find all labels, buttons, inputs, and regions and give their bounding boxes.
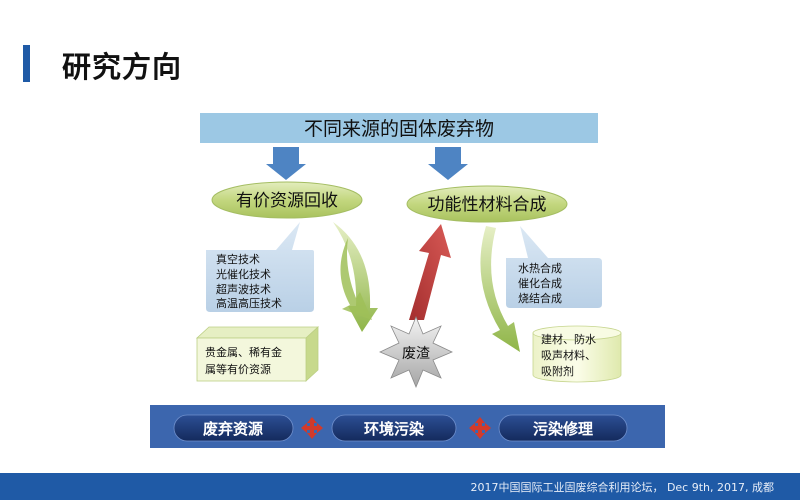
connector-icon-right <box>469 417 491 439</box>
red-up-arrow <box>409 224 451 320</box>
bottom-item-1: 废弃资源 <box>203 420 263 438</box>
callout-right-line-2: 催化合成 <box>518 276 562 290</box>
bottom-item-2: 环境污染 <box>364 420 425 438</box>
callout-left-line-2: 光催化技术 <box>216 267 271 281</box>
callout-right-line-1: 水热合成 <box>518 261 562 275</box>
oval-resource-recovery: 有价资源回收 <box>211 181 363 219</box>
callout-left-line-3: 超声波技术 <box>216 282 271 296</box>
valuable-resource-box: 贵金属、稀有金 属等有价资源 <box>195 326 320 382</box>
cylinder-line-2: 吸声材料、 <box>541 348 596 362</box>
callout-techniques-left: 真空技术 光催化技术 超声波技术 高温高压技术 <box>206 222 314 312</box>
material-cylinder: 建材、防水 吸声材料、 吸附剂 <box>532 325 622 383</box>
page-title: 研究方向 <box>62 50 183 84</box>
callout-techniques-right: 水热合成 催化合成 烧结合成 <box>506 226 602 308</box>
box-left-line-2: 属等有价资源 <box>205 362 271 376</box>
green-curve-arrow-left <box>333 222 378 332</box>
footer-bar: 2017中国国际工业固废综合利用论坛， Dec 9th, 2017, 成都 <box>0 473 800 500</box>
green-curve-arrow-right <box>480 226 520 352</box>
bottom-issues-band: 废弃资源 环境污染 污染修理 <box>150 405 665 448</box>
cylinder-line-3: 吸附剂 <box>541 364 574 378</box>
top-box-label: 不同来源的固体废弃物 <box>304 118 494 140</box>
bottom-item-3: 污染修理 <box>533 420 593 438</box>
blue-down-arrow-right <box>428 147 468 180</box>
oval-right-label: 功能性材料合成 <box>428 195 547 215</box>
callout-left-line-1: 真空技术 <box>216 252 260 266</box>
waste-residue-star: 废渣 <box>379 315 453 389</box>
green-curve-arrow-inner <box>340 238 372 320</box>
oval-material-synthesis: 功能性材料合成 <box>406 185 568 223</box>
connector-icon-left <box>301 417 323 439</box>
blue-down-arrow-left <box>266 147 306 180</box>
star-label: 废渣 <box>402 346 430 362</box>
callout-right-line-3: 烧结合成 <box>518 291 562 305</box>
cylinder-line-1: 建材、防水 <box>541 332 596 346</box>
box-left-line-1: 贵金属、稀有金 <box>205 345 282 359</box>
title-accent-bar <box>23 45 30 82</box>
footer-text: 2017中国国际工业固废综合利用论坛， Dec 9th, 2017, 成都 <box>470 481 774 494</box>
top-source-box: 不同来源的固体废弃物 <box>200 113 598 143</box>
oval-left-label: 有价资源回收 <box>236 191 338 211</box>
callout-left-line-4: 高温高压技术 <box>216 296 282 310</box>
